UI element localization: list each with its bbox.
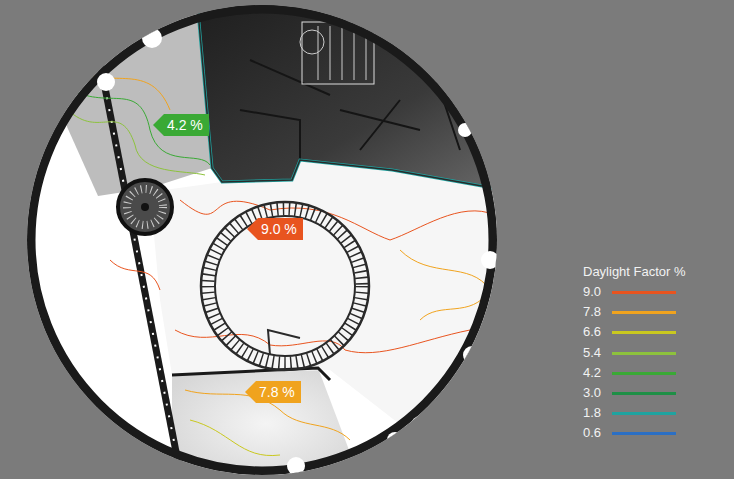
legend-swatch bbox=[612, 352, 676, 355]
legend-swatch bbox=[612, 392, 676, 395]
callout-value: 4.2 % bbox=[153, 114, 209, 136]
callout-tag: 4.2 % bbox=[153, 114, 209, 136]
legend-value: 7.8 bbox=[583, 304, 601, 320]
legend-value: 0.6 bbox=[583, 425, 601, 441]
legend-title: Daylight Factor % bbox=[583, 264, 686, 279]
legend-value: 9.0 bbox=[583, 284, 601, 300]
legend-swatch bbox=[612, 331, 676, 334]
callout-value: 9.0 % bbox=[247, 218, 303, 240]
legend-value: 5.4 bbox=[583, 345, 601, 361]
legend-value: 1.8 bbox=[583, 405, 601, 421]
callout-value: 7.8 % bbox=[245, 381, 301, 403]
legend-value: 6.6 bbox=[583, 324, 601, 340]
legend-swatch bbox=[612, 291, 676, 294]
legend-swatch bbox=[612, 412, 676, 415]
legend-value: 4.2 bbox=[583, 365, 601, 381]
legend-swatch bbox=[612, 372, 676, 375]
callout-tag: 9.0 % bbox=[247, 218, 303, 240]
legend-swatch bbox=[612, 432, 676, 435]
callout-tag: 7.8 % bbox=[245, 381, 301, 403]
legend-swatch bbox=[612, 311, 676, 314]
legend-value: 3.0 bbox=[583, 385, 601, 401]
